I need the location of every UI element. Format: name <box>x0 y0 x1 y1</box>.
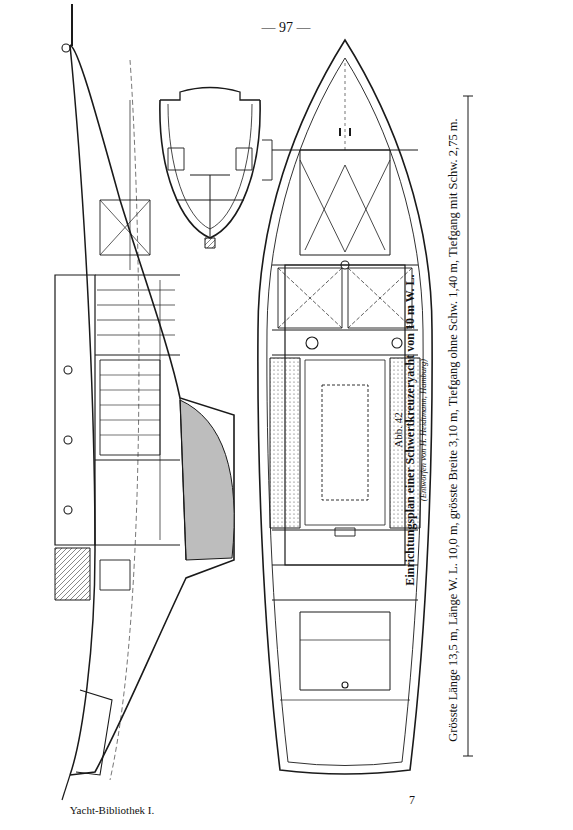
signature-number: 7 <box>409 794 415 806</box>
galley-stove <box>306 337 318 349</box>
berth-slat <box>100 390 160 391</box>
fore-locker-side <box>100 200 150 255</box>
locker-shelf <box>97 335 175 336</box>
berth-slat <box>100 420 160 421</box>
locker-shelf <box>97 305 175 306</box>
locker-cross-lines <box>278 268 412 328</box>
centerline <box>345 60 346 150</box>
bulkhead-side <box>95 275 180 276</box>
locker-shelf <box>97 320 175 321</box>
fore-locker-cross <box>100 200 150 255</box>
cockpit-seat-line <box>300 640 390 641</box>
cockpit-locker <box>100 560 130 590</box>
cabin-table <box>322 385 368 500</box>
centerboard-trunk <box>180 398 186 560</box>
stern-post <box>62 775 70 800</box>
centerboard <box>180 400 234 560</box>
stem-head-scroll <box>62 44 70 52</box>
berth-left <box>270 358 300 528</box>
cabin-roof-section <box>160 88 260 101</box>
sail-stowage-lines <box>300 160 390 252</box>
floor-line <box>130 100 160 540</box>
sheer-line <box>70 45 95 775</box>
rudder-post <box>342 682 348 688</box>
table-and-trunk <box>190 175 230 238</box>
figure-number: Abb. 42 <box>393 412 404 447</box>
bulkhead-line <box>272 355 418 356</box>
berth-slat <box>100 375 160 376</box>
porthole <box>64 436 72 444</box>
companion-ladder <box>55 548 90 600</box>
stern-deck-line <box>280 700 410 701</box>
bulkhead-line <box>272 600 418 601</box>
locker-shelf <box>97 290 175 291</box>
cabin-trunk-side <box>55 275 95 545</box>
bulkhead-side <box>95 545 180 546</box>
bulkhead-side <box>95 355 180 356</box>
berth-slat <box>100 405 160 406</box>
hull-plan-outline <box>258 40 432 774</box>
cabin-trunk-outline <box>285 265 405 565</box>
companion-step <box>335 528 355 536</box>
hull-section <box>160 100 260 238</box>
bulkhead-line <box>272 530 418 531</box>
bowsprit <box>71 4 73 46</box>
porthole <box>64 506 72 514</box>
bow-fitting-marks <box>340 128 350 136</box>
dimensions-line: Grösste Länge 13,5 m, Länge W. L. 10,0 m… <box>447 118 460 741</box>
keel-section <box>205 238 215 248</box>
porthole <box>64 366 72 374</box>
berth-slat <box>100 435 160 436</box>
scale-line <box>463 96 473 756</box>
cabin-sole <box>305 360 385 525</box>
coaming-detail <box>262 140 272 180</box>
figure-title: Einrichtungsplan einer Schwertkreuzeryac… <box>404 274 416 585</box>
forepeak-box <box>300 150 390 255</box>
designer-note: (Entworfen von H. Heidtmann, Hamburg) <box>419 359 428 501</box>
berth-section <box>168 148 184 170</box>
deck-edge-line <box>267 58 423 766</box>
cockpit-well <box>300 612 390 690</box>
page-number: — 97 — <box>262 21 311 35</box>
bulkhead-line <box>272 330 418 331</box>
running-footer: Yacht-Bibliothek I. <box>70 805 154 816</box>
berth-side <box>100 360 160 455</box>
berth-section <box>236 148 252 170</box>
bulkhead-side <box>95 460 180 461</box>
wash-basin <box>392 338 402 348</box>
rudder <box>76 690 112 775</box>
